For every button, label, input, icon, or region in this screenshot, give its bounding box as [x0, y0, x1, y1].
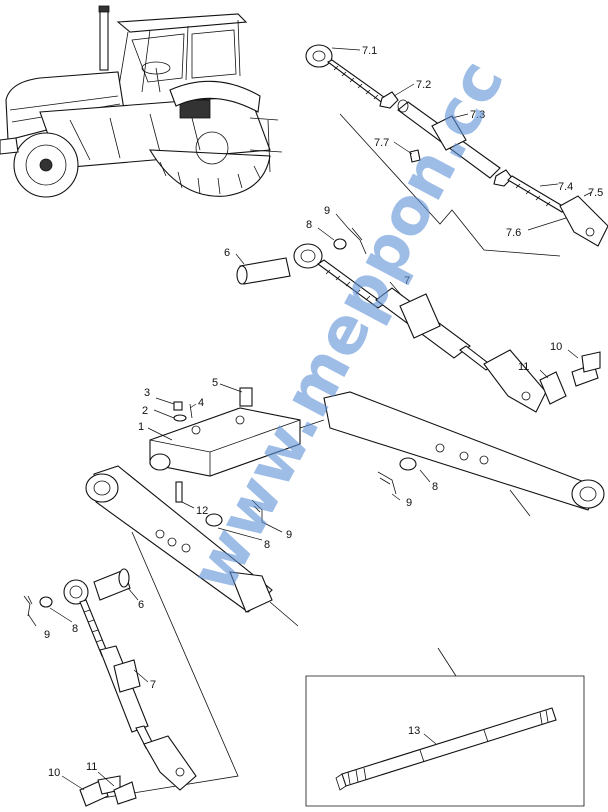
part-7-1-ball-end-rod [305, 44, 389, 105]
label-9-lower: 9 [44, 629, 50, 641]
lower-top-link-assembly: 9 8 6 7 10 11 [23, 568, 197, 807]
inset-shaft-box: 13 [305, 647, 585, 807]
part-10-pin [571, 351, 601, 387]
label-4: 4 [198, 397, 204, 409]
part-5-pin [239, 387, 253, 407]
part-7-5-clevis-fork [559, 195, 608, 247]
part-3-bolt [173, 401, 183, 411]
part-4-pin [189, 403, 193, 419]
label-8-upper: 8 [306, 219, 312, 231]
lower-arm-right [323, 391, 605, 511]
lower-arm-left [85, 465, 273, 613]
part-6-pin-lower [93, 568, 131, 601]
part-2-washer [173, 414, 187, 422]
label-7-6: 7.6 [506, 227, 521, 239]
label-6-upper: 6 [224, 247, 230, 259]
label-13: 13 [408, 725, 420, 737]
label-7-5: 7.5 [588, 187, 603, 199]
part-8-washer-mid [205, 513, 223, 527]
part-8-washer-lower [39, 596, 53, 608]
top-link-exploded-assembly: 7.1 7.2 7.3 7.7 7.4 7.5 7.6 [305, 44, 608, 257]
lower-link-arms: 3 2 4 5 1 12 8 9 9 8 [85, 377, 605, 801]
label-9-mid: 9 [286, 529, 292, 541]
top-link-assembled: 6 8 9 7 11 10 [224, 205, 601, 413]
label-6-lower: 6 [138, 599, 144, 611]
label-3: 3 [144, 387, 150, 399]
part-9-clip-right [377, 471, 397, 495]
label-7-1: 7.1 [362, 45, 377, 57]
label-11-lower: 11 [86, 761, 97, 773]
part-11-lynch-pin [539, 371, 567, 405]
label-5: 5 [212, 377, 218, 389]
label-7-2: 7.2 [416, 79, 431, 91]
label-8-mid: 8 [264, 539, 270, 551]
label-7-4: 7.4 [558, 181, 573, 193]
part-1-bracket [149, 407, 325, 477]
part-11-lynch-pin-lower [113, 781, 137, 805]
part-8-washer-right [399, 457, 417, 471]
part-8-washer [333, 238, 347, 250]
part-7-7-grease-nipple [409, 149, 421, 163]
part-7-3-tube [397, 99, 501, 179]
label-7-upper: 7 [404, 275, 410, 287]
label-11-upper: 11 [518, 361, 529, 373]
part-9-clip [347, 227, 367, 255]
label-10-upper: 10 [550, 341, 562, 353]
label-7-7: 7.7 [374, 137, 389, 149]
label-1: 1 [138, 421, 144, 433]
label-8-lower: 8 [72, 623, 78, 635]
label-7-lower: 7 [150, 679, 156, 691]
part-6-pin [236, 257, 291, 285]
label-9-right: 9 [406, 497, 412, 509]
part-9-clip-mid [251, 499, 263, 522]
part-12-stud [175, 481, 183, 503]
label-2: 2 [142, 405, 148, 417]
label-10-lower: 10 [48, 767, 60, 779]
label-7-3: 7.3 [470, 109, 485, 121]
tractor-illustration [0, 5, 283, 198]
part-7-2-nut [379, 91, 399, 109]
label-8-right: 8 [432, 481, 438, 493]
part-9-clip-lower [23, 595, 33, 617]
label-12: 12 [196, 505, 208, 517]
label-9-upper: 9 [324, 205, 330, 217]
part-13-shaft [335, 707, 557, 791]
